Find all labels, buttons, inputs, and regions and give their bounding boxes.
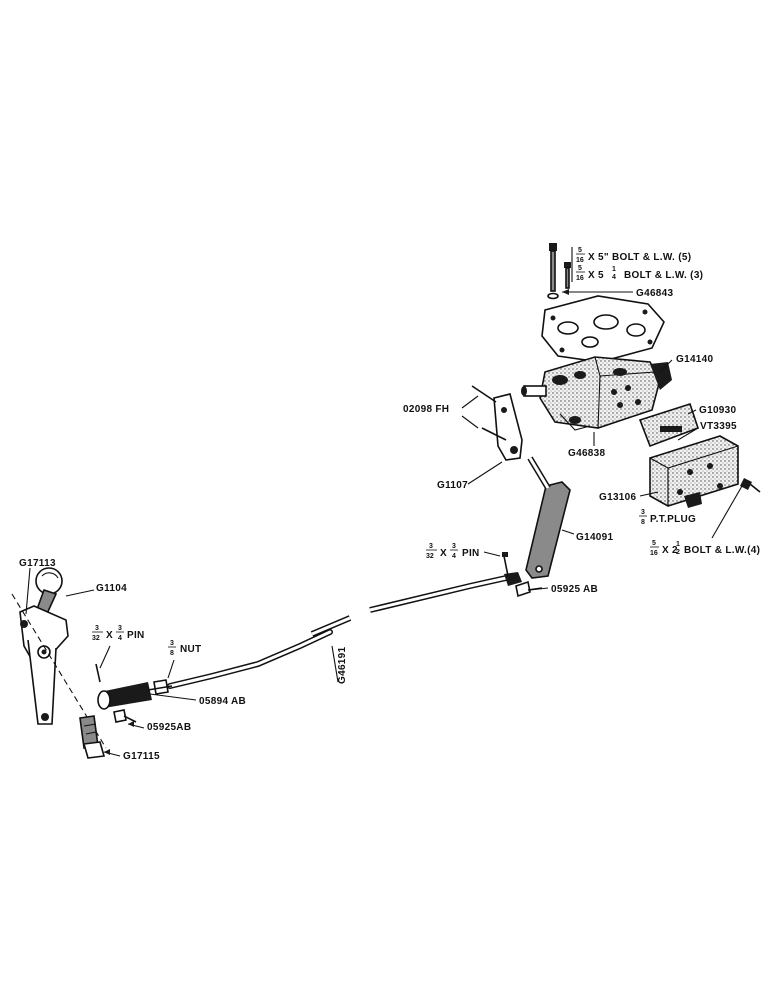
label-o2098fh: 02098 FH [403,395,479,429]
label-g46191: G46191 [331,645,348,684]
svg-text:8: 8 [641,519,645,526]
bolt-5-label: 5 16 X 5" BOLT & L.W. (5) [576,247,691,264]
svg-text:32: 32 [426,553,434,560]
label-g46843: G46843 [562,288,674,299]
svg-text:X 5: X 5 [588,270,604,281]
svg-text:X 2: X 2 [662,545,678,556]
label-g46838: G46838 [568,432,606,459]
svg-text:02098 FH: 02098 FH [403,404,449,415]
label-g14091: G14091 [561,529,614,543]
label-pin-left: 3 32 X 3 4 PIN [92,625,145,669]
svg-text:VT3395: VT3395 [700,421,737,432]
svg-text:X: X [106,630,113,641]
label-g1107: G1107 [437,461,503,491]
svg-text:1: 1 [612,266,616,273]
label-vt3395: VT3395 [677,421,737,441]
label-pt-plug: 3 8 P.T.PLUG [639,509,696,526]
label-g17115: G17115 [103,749,160,762]
svg-text:4: 4 [452,553,456,560]
svg-text:05925AB: 05925AB [147,722,191,733]
svg-text:3: 3 [170,640,174,647]
svg-text:PIN: PIN [462,548,480,559]
control-rod-g46191 [167,572,522,689]
svg-text:3: 3 [95,625,99,632]
lever-g1107 [471,385,523,461]
label-g13106: G13106 [599,491,659,503]
svg-text:G1107: G1107 [437,480,468,491]
svg-text:4: 4 [612,274,616,281]
cover-gasket [541,295,665,363]
clevis-o5894ab [97,682,173,710]
svg-text:BOLT & L.W. (3): BOLT & L.W. (3) [624,270,703,281]
svg-text:8: 8 [170,650,174,657]
label-pin-top: 3 32 X 3 4 PIN [426,543,501,560]
svg-text:16: 16 [576,275,584,282]
valve-body [521,356,672,431]
svg-text:G17113: G17113 [19,558,56,569]
svg-text:G46843: G46843 [636,288,674,299]
svg-text:PIN: PIN [127,630,145,641]
svg-text:G17115: G17115 [123,751,160,762]
left-pin [95,663,101,683]
left-clevis-pin [113,709,137,723]
label-o5894ab: 05894 AB [149,693,246,707]
short-bolt [564,262,571,289]
svg-text:1: 1 [676,541,680,548]
label-o5925ab-right: 05925 AB [529,584,598,595]
svg-text:32: 32 [92,635,100,642]
svg-text:5: 5 [652,540,656,547]
svg-text:3: 3 [118,625,122,632]
svg-text:05925 AB: 05925 AB [551,584,598,595]
bellcrank-g17113 [11,593,107,749]
label-g10930: G10930 [687,405,737,416]
svg-text:4: 4 [118,635,122,642]
svg-text:16: 16 [650,550,658,557]
svg-text:16: 16 [576,257,584,264]
long-bolt [547,243,559,300]
svg-text:X 5" BOLT & L.W. (5): X 5" BOLT & L.W. (5) [588,252,691,263]
svg-text:X: X [440,548,447,559]
svg-text:G14140: G14140 [676,354,714,365]
pipe-plug [684,492,702,508]
end-block-g13106 [649,435,739,507]
svg-text:G1104: G1104 [96,583,127,594]
svg-text:5: 5 [578,247,582,254]
label-g14140: G14140 [659,354,714,373]
svg-text:2: 2 [676,549,680,556]
label-o5925ab-left: 05925AB [127,721,191,733]
svg-text:3: 3 [452,543,456,550]
label-bolt-2-1-2: 5 16 X 2 1 2 BOLT & L.W.(4) [650,485,760,557]
svg-text:3: 3 [429,543,433,550]
svg-text:P.T.PLUG: P.T.PLUG [650,514,696,525]
jam-nut [153,679,169,695]
svg-text:05894 AB: 05894 AB [199,696,246,707]
svg-text:NUT: NUT [180,644,201,655]
svg-text:BOLT & L.W.(4): BOLT & L.W.(4) [684,545,760,556]
top-pin [502,552,509,577]
svg-text:G14091: G14091 [576,532,614,543]
end-block-bolt [740,478,761,493]
bolt-5-1-4-label: 5 16 X 5 1 4 BOLT & L.W. (3) [576,265,703,282]
svg-text:3: 3 [641,509,645,516]
label-g17113: G17113 [19,558,56,615]
label-nut: 3 8 NUT [167,640,201,679]
svg-text:G10930: G10930 [699,405,737,416]
svg-text:G46838: G46838 [568,448,606,459]
lever-g14091 [525,456,571,579]
bolt-g17115 [79,715,106,759]
label-g1104: G1104 [65,583,127,597]
svg-text:G46191: G46191 [337,646,348,684]
svg-text:G13106: G13106 [599,492,637,503]
svg-text:5: 5 [578,265,582,272]
